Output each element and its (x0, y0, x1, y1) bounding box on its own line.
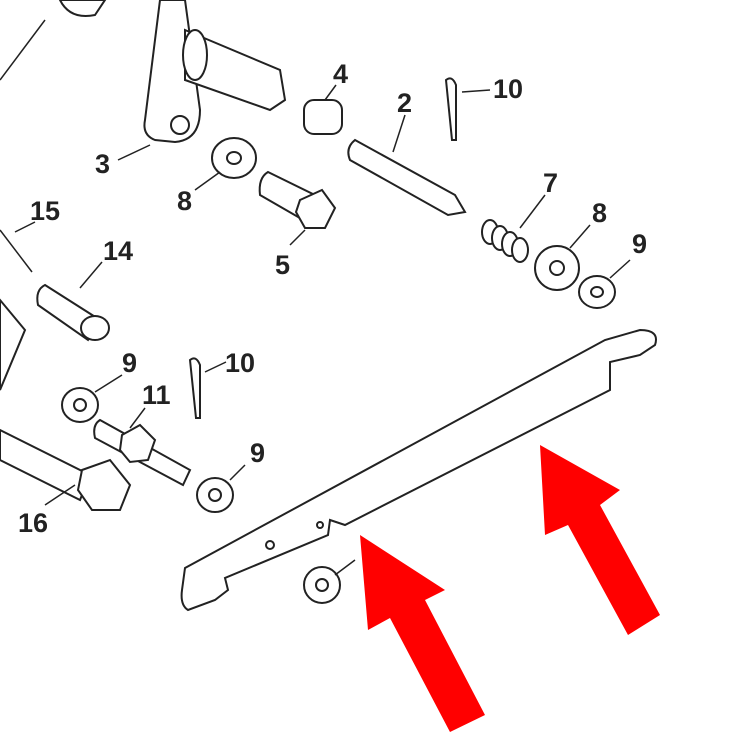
callout-10: 10 (493, 74, 523, 104)
leader-line (0, 19, 46, 81)
callout-3: 3 (95, 149, 110, 179)
part-11-stud (93, 418, 192, 487)
part-4-cap (303, 99, 343, 135)
part-15-pin (0, 229, 33, 273)
part-8-washer-2 (534, 245, 580, 291)
callout-16: 16 (18, 508, 48, 538)
part-3-lever (143, 0, 287, 144)
callout-4: 4 (333, 59, 348, 89)
callout-10-b: 10 (225, 348, 255, 378)
callout-5: 5 (275, 250, 290, 280)
callout-7: 7 (543, 168, 558, 198)
part-9-washer (578, 275, 616, 309)
partial-part-top-left (58, 0, 107, 17)
partial-bracket-left (0, 298, 27, 391)
callout-9-b: 9 (122, 348, 137, 378)
part-10-cotter-pin (444, 77, 457, 141)
red-arrow-left (360, 535, 485, 732)
callout-2: 2 (397, 88, 412, 118)
part-8-washer (211, 137, 257, 179)
callout-15: 15 (30, 196, 60, 226)
callout-9-c: 9 (250, 438, 265, 468)
leader-lines (14, 84, 631, 576)
part-16-bolt (0, 428, 132, 511)
callout-11: 11 (142, 380, 171, 410)
callout-9: 9 (632, 229, 647, 259)
part-14-clevis-pin (36, 283, 110, 342)
callout-14: 14 (103, 236, 133, 266)
part-9-washer-3 (196, 477, 234, 513)
part-9-washer-2 (61, 387, 99, 423)
shift-rod (180, 328, 657, 612)
part-5-bolt (258, 170, 337, 229)
part-7-spring (481, 219, 529, 263)
part-2-pin (347, 138, 467, 217)
part-10-cotter-pin-2 (188, 357, 201, 419)
red-arrow-right (540, 445, 660, 635)
callout-8-b: 8 (592, 198, 607, 228)
part-9-washer-4 (303, 566, 341, 604)
callout-8: 8 (177, 186, 192, 216)
